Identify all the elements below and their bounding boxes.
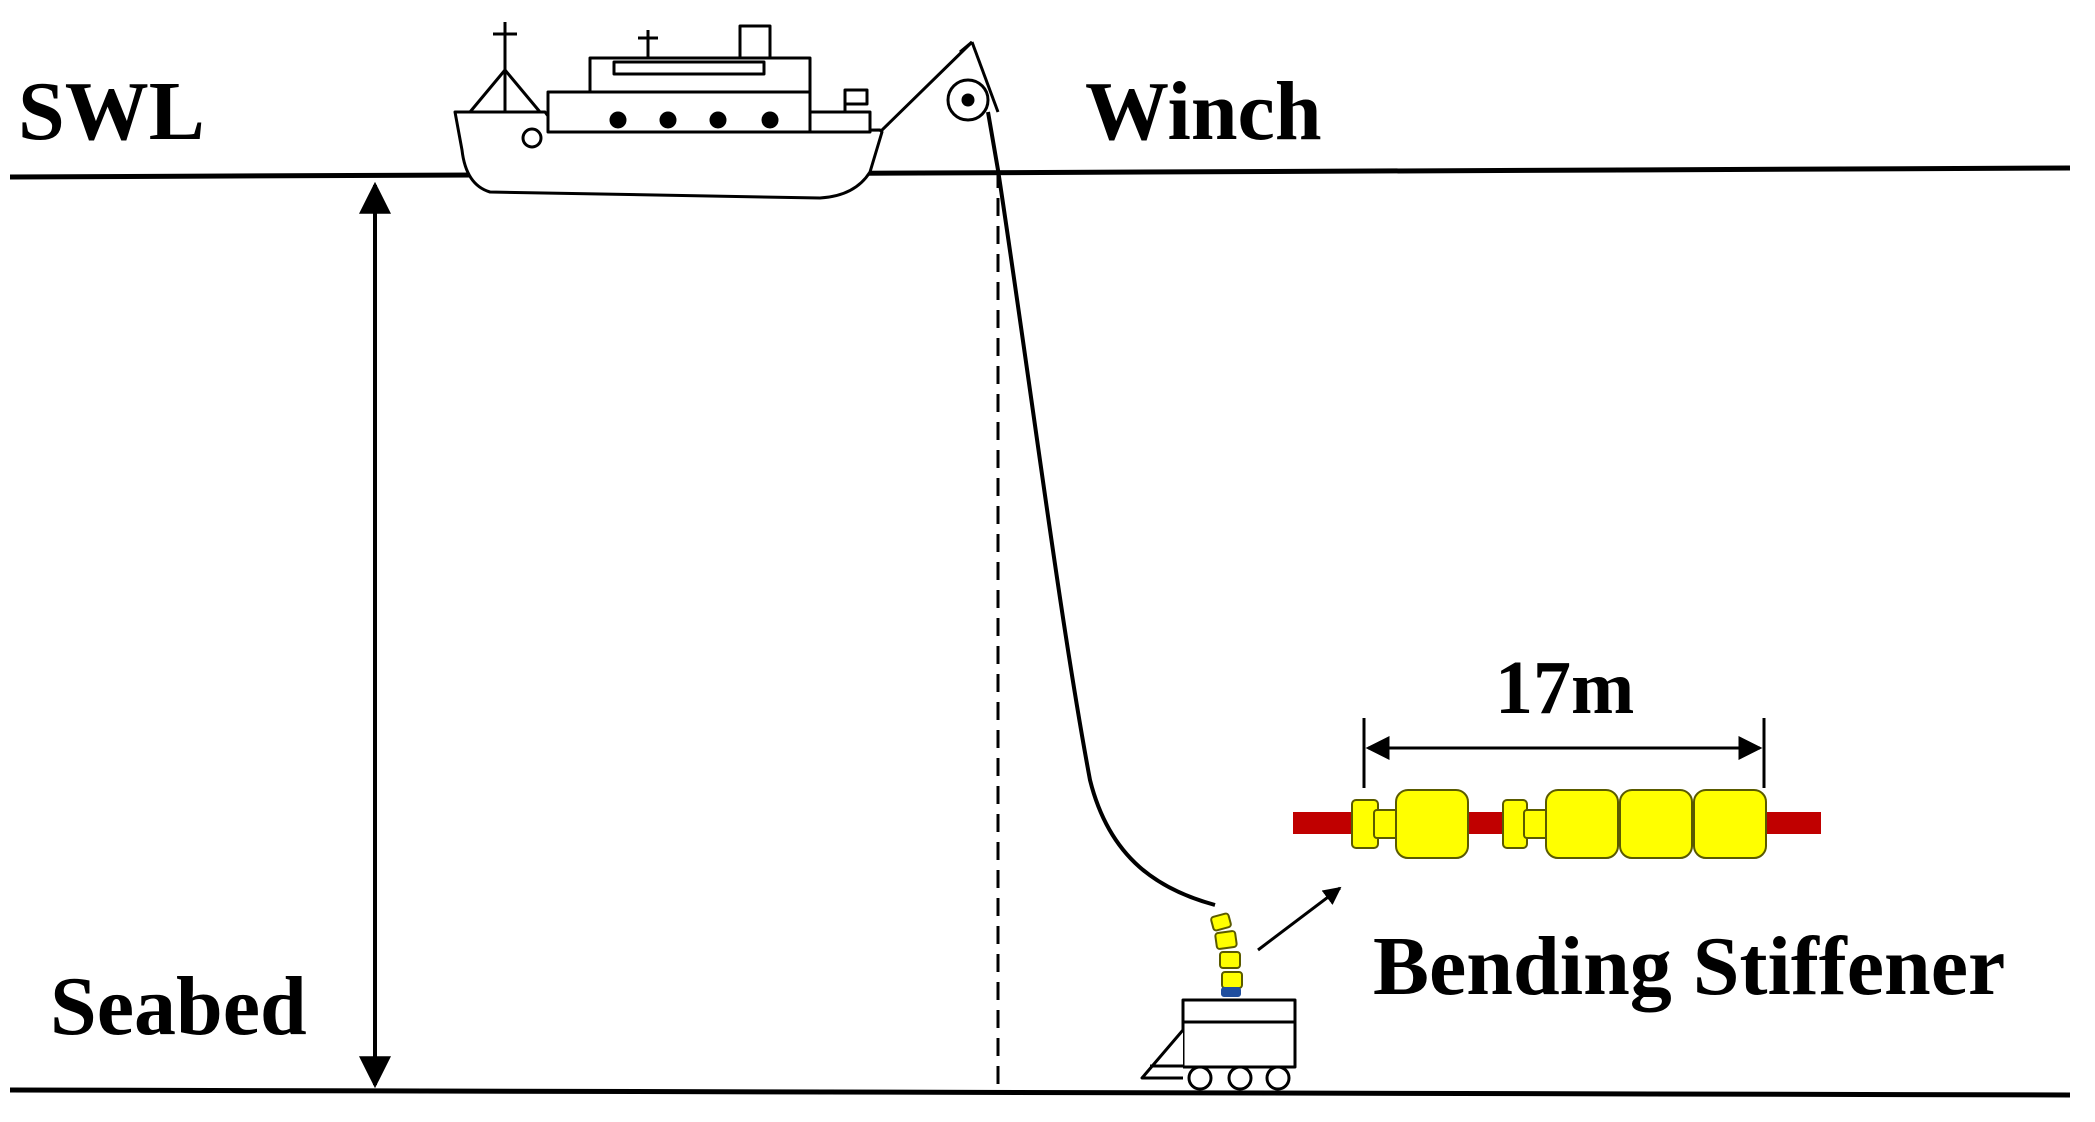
sea-surface-line bbox=[9, 165, 2071, 180]
callout-arrow bbox=[1257, 886, 1342, 952]
length-label: 17m bbox=[1495, 646, 1635, 730]
seabed-vehicle-icon bbox=[1140, 998, 1297, 1091]
bending-stiffener-label: Bending Stiffener bbox=[1373, 920, 2006, 1013]
ship-icon bbox=[453, 22, 974, 200]
swl-label: SWL bbox=[18, 65, 205, 158]
seabed-line bbox=[9, 1087, 2071, 1098]
bending-stiffener-small bbox=[1210, 912, 1243, 997]
seabed-label: Seabed bbox=[50, 960, 307, 1053]
winch-pulley-icon bbox=[946, 40, 1000, 122]
cable-line bbox=[986, 111, 1216, 907]
winch-label: Winch bbox=[1085, 65, 1322, 158]
bending-stiffener-enlarged bbox=[1293, 789, 1821, 859]
length-dimension bbox=[1362, 718, 1766, 788]
